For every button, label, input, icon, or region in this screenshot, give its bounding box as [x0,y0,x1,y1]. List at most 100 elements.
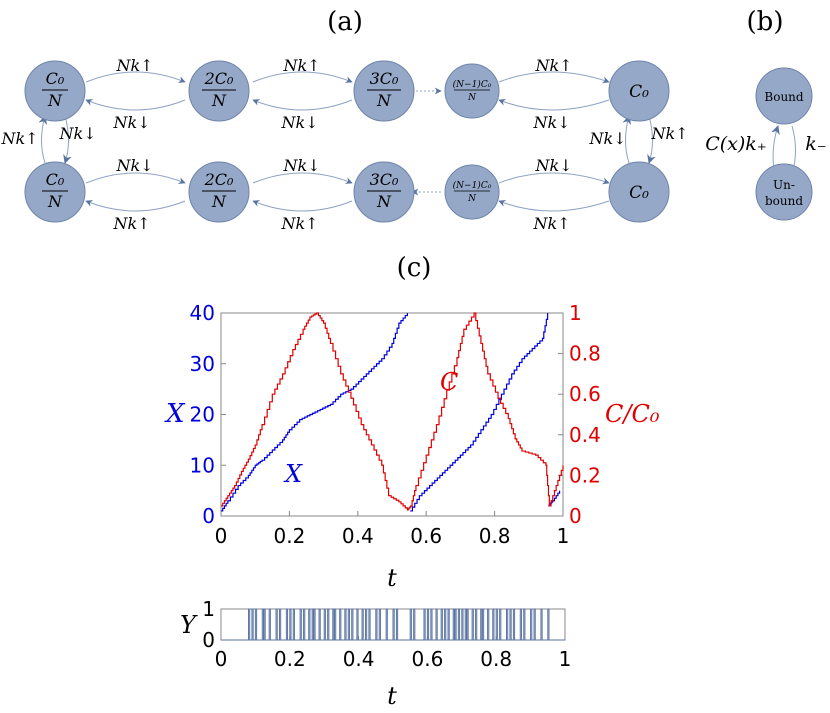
x-tick-label: 0.6 [410,524,442,548]
panel-label-b: (b) [747,7,784,37]
panel-label-a: (a) [327,7,363,37]
rate-label: Nk↓ [282,156,320,175]
y-left-tick-label: 0 [202,504,215,528]
node-numerator: 2C₀ [204,69,234,88]
y-tick-label: 0 [202,628,215,652]
arc-bottom-1-forward [85,172,186,184]
rate-label: Nk↑ [112,214,150,233]
arc-bottom-2-back [252,200,353,212]
x-tick-label: 0.8 [479,524,511,548]
node-denominator: N [467,93,477,103]
state-node: (N−1)C₀ N [444,164,500,220]
rate-label: Nk↓ [58,124,96,143]
arc-top-2-back [252,99,353,111]
rate-on-label: C(x)k₊ [705,133,767,155]
y-axis-right-label: C/C₀ [605,400,660,428]
arc-bottom-4-back [498,200,610,212]
unbound-label-1: Un- [773,178,795,192]
rate-label: Nk↓ [280,113,318,132]
y-left-tick-label: 10 [190,453,215,477]
y-left-tick-label: 20 [190,403,215,427]
arc-bottom-2-forward [252,172,353,184]
rate-labels: Nk↑ Nk↑ Nk↑ Nk↓ Nk↓ Nk↓ Nk↓ Nk↓ Nk↓ Nk↑ … [0,56,688,233]
state-node: C₀ N [24,161,86,223]
x-tick-label: 0.2 [273,524,305,548]
unbound-node [755,163,813,221]
state-node: 2C₀ N [188,60,250,122]
y-right-tick-label: 0.2 [569,463,601,487]
y-right-tick-label: 0.6 [569,382,601,406]
x-tick-label: 0.2 [274,647,306,671]
node-numerator: 3C₀ [370,170,399,189]
x-axis-label: t [387,564,397,592]
rate-label: Nk↑ [115,56,153,75]
arc-bottom-1-back [85,200,186,212]
arc-top-4-back [498,99,610,111]
rate-label: Nk↓ [534,156,572,175]
bound-node [755,67,813,125]
node-numerator: (N−1)C₀ [453,180,492,191]
rate-label: Nk↑ [0,129,38,148]
y-right-tick-label: 0 [569,504,582,528]
bottom-row-arcs [85,172,610,212]
x-tick-label: 0.8 [480,647,512,671]
arc-top-1-back [85,99,186,111]
bottom-nodes: C₀ N 2C₀ N 3C₀ N (N−1)C₀ N [24,161,670,223]
series-y-line [221,608,565,641]
x-tick-label: 0.4 [342,524,374,548]
state-node: C₀ [608,60,670,122]
rate-label: Nk↑ [280,214,318,233]
arc-top-1-forward [85,71,186,83]
node-label: C₀ [629,183,649,203]
node-denominator: N [376,91,392,110]
y-right-tick-label: 0.4 [569,423,601,447]
rate-label: Nk↓ [112,113,150,132]
node-denominator: N [376,192,392,211]
diagram-b: Bound Un- bound C(x)k₊ k₋ [705,67,827,221]
y-right-tick-label: 0.8 [569,342,601,366]
node-numerator: 3C₀ [370,69,399,88]
node-numerator: 2C₀ [204,170,234,189]
node-numerator: C₀ [46,69,65,88]
x-tick-label: 0 [215,524,228,548]
arc-right-up [622,115,632,164]
arc-left-down [63,115,72,164]
state-node: 3C₀ N [353,60,415,122]
annotation-c: C [440,368,458,396]
annotation-x: X [283,460,303,488]
y-axis-label: Y [180,611,198,639]
node-denominator: N [467,194,477,204]
state-node: 3C₀ N [353,161,415,223]
rate-label: Nk↓ [115,156,153,175]
node-denominator: N [47,192,63,211]
x-tick-label: 0 [215,647,228,671]
state-node: C₀ [608,161,670,223]
arc-top-4-forward [498,71,610,84]
rate-label: Nk↑ [532,214,570,233]
y-right-tick-label: 1 [569,301,582,325]
arc-top-2-forward [252,71,353,83]
top-row-arcs [85,71,610,111]
node-denominator: N [47,91,63,110]
node-denominator: N [211,192,227,211]
y-axis-left-label: X [164,399,186,429]
state-node: C₀ N [24,60,86,122]
rate-label: Nk↑ [534,56,572,75]
series-c-line [221,312,564,511]
rate-label: Nk↓ [532,113,570,132]
x-axis-label: t [387,682,397,710]
unbound-label-2: bound [765,194,803,208]
x-tick-label: 1 [557,524,570,548]
node-numerator: (N−1)C₀ [453,79,492,90]
x-tick-label: 0.6 [411,647,443,671]
y-tick-label: 1 [202,597,215,621]
rate-off-label: k₋ [805,133,827,155]
panel-label-c: (c) [397,253,432,283]
vertical-arcs [38,115,656,164]
rate-label: Nk↓ [588,129,626,148]
node-label: C₀ [629,82,649,102]
x-tick-label: 1 [559,647,572,671]
